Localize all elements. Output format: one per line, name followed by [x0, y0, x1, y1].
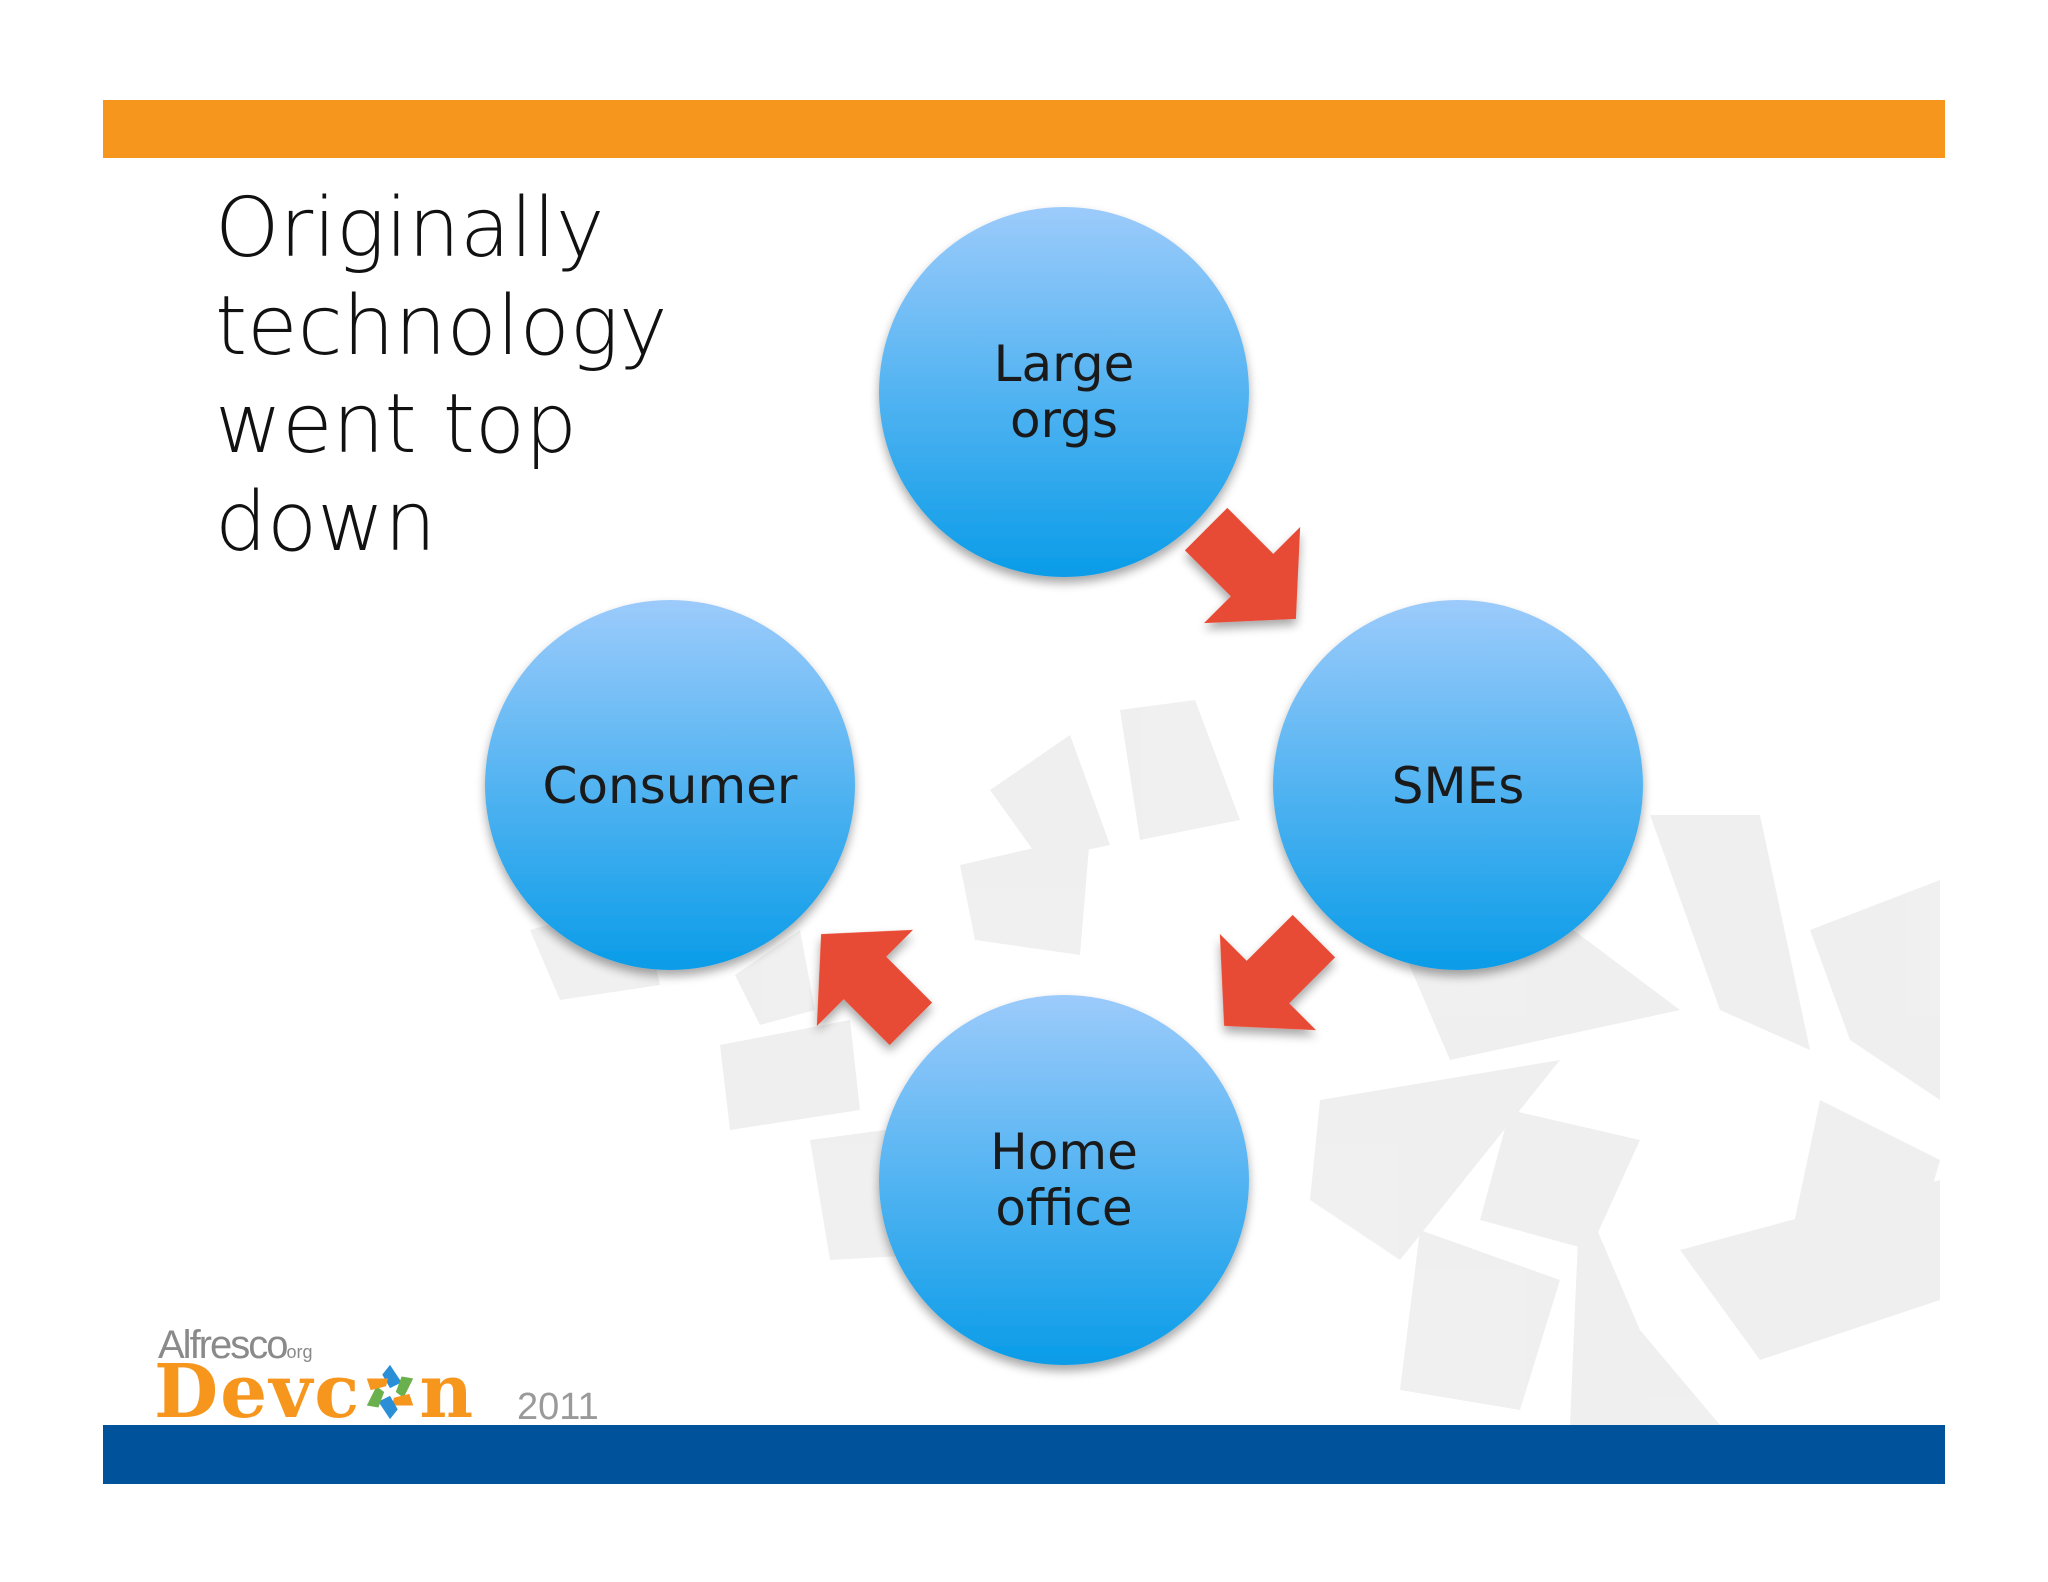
- devcon-logo-end: n: [419, 1349, 476, 1435]
- node-smes: [1273, 600, 1643, 970]
- node-label-home-office: Home office: [914, 1124, 1214, 1236]
- bottom-accent-bar: [103, 1425, 1945, 1484]
- node-label-line: Large: [993, 335, 1135, 393]
- event-year: 2011: [517, 1386, 599, 1428]
- node-label-line: orgs: [1009, 391, 1119, 449]
- title-line: Originally: [215, 181, 605, 276]
- node-consumer: [485, 600, 855, 970]
- node-label-smes: SMEs: [1308, 758, 1608, 814]
- node-label-line: Consumer: [542, 757, 798, 815]
- top-accent-bar: [103, 100, 1945, 158]
- node-label-large-orgs: Large orgs: [914, 336, 1214, 448]
- node-home-office: [879, 995, 1249, 1365]
- devcon-logo-text: Devc: [154, 1349, 362, 1435]
- aperture-icon: [367, 1364, 414, 1420]
- slide-title: Originally technology went top down: [215, 180, 735, 572]
- node-label-consumer: Consumer: [520, 758, 820, 814]
- alfresco-logo-text: Alfresco: [158, 1323, 288, 1367]
- devcon-logo: Devc n: [154, 1352, 475, 1432]
- node-large-orgs: [879, 207, 1249, 577]
- title-line: down: [215, 475, 437, 570]
- title-line: went top: [215, 377, 578, 472]
- title-line: technology: [215, 279, 668, 374]
- node-label-line: office: [995, 1179, 1133, 1237]
- alfresco-logo: Alfrescoorg: [158, 1323, 313, 1368]
- alfresco-logo-suffix: org: [286, 1342, 313, 1362]
- node-label-line: Home: [990, 1123, 1138, 1181]
- node-label-line: SMEs: [1391, 757, 1525, 815]
